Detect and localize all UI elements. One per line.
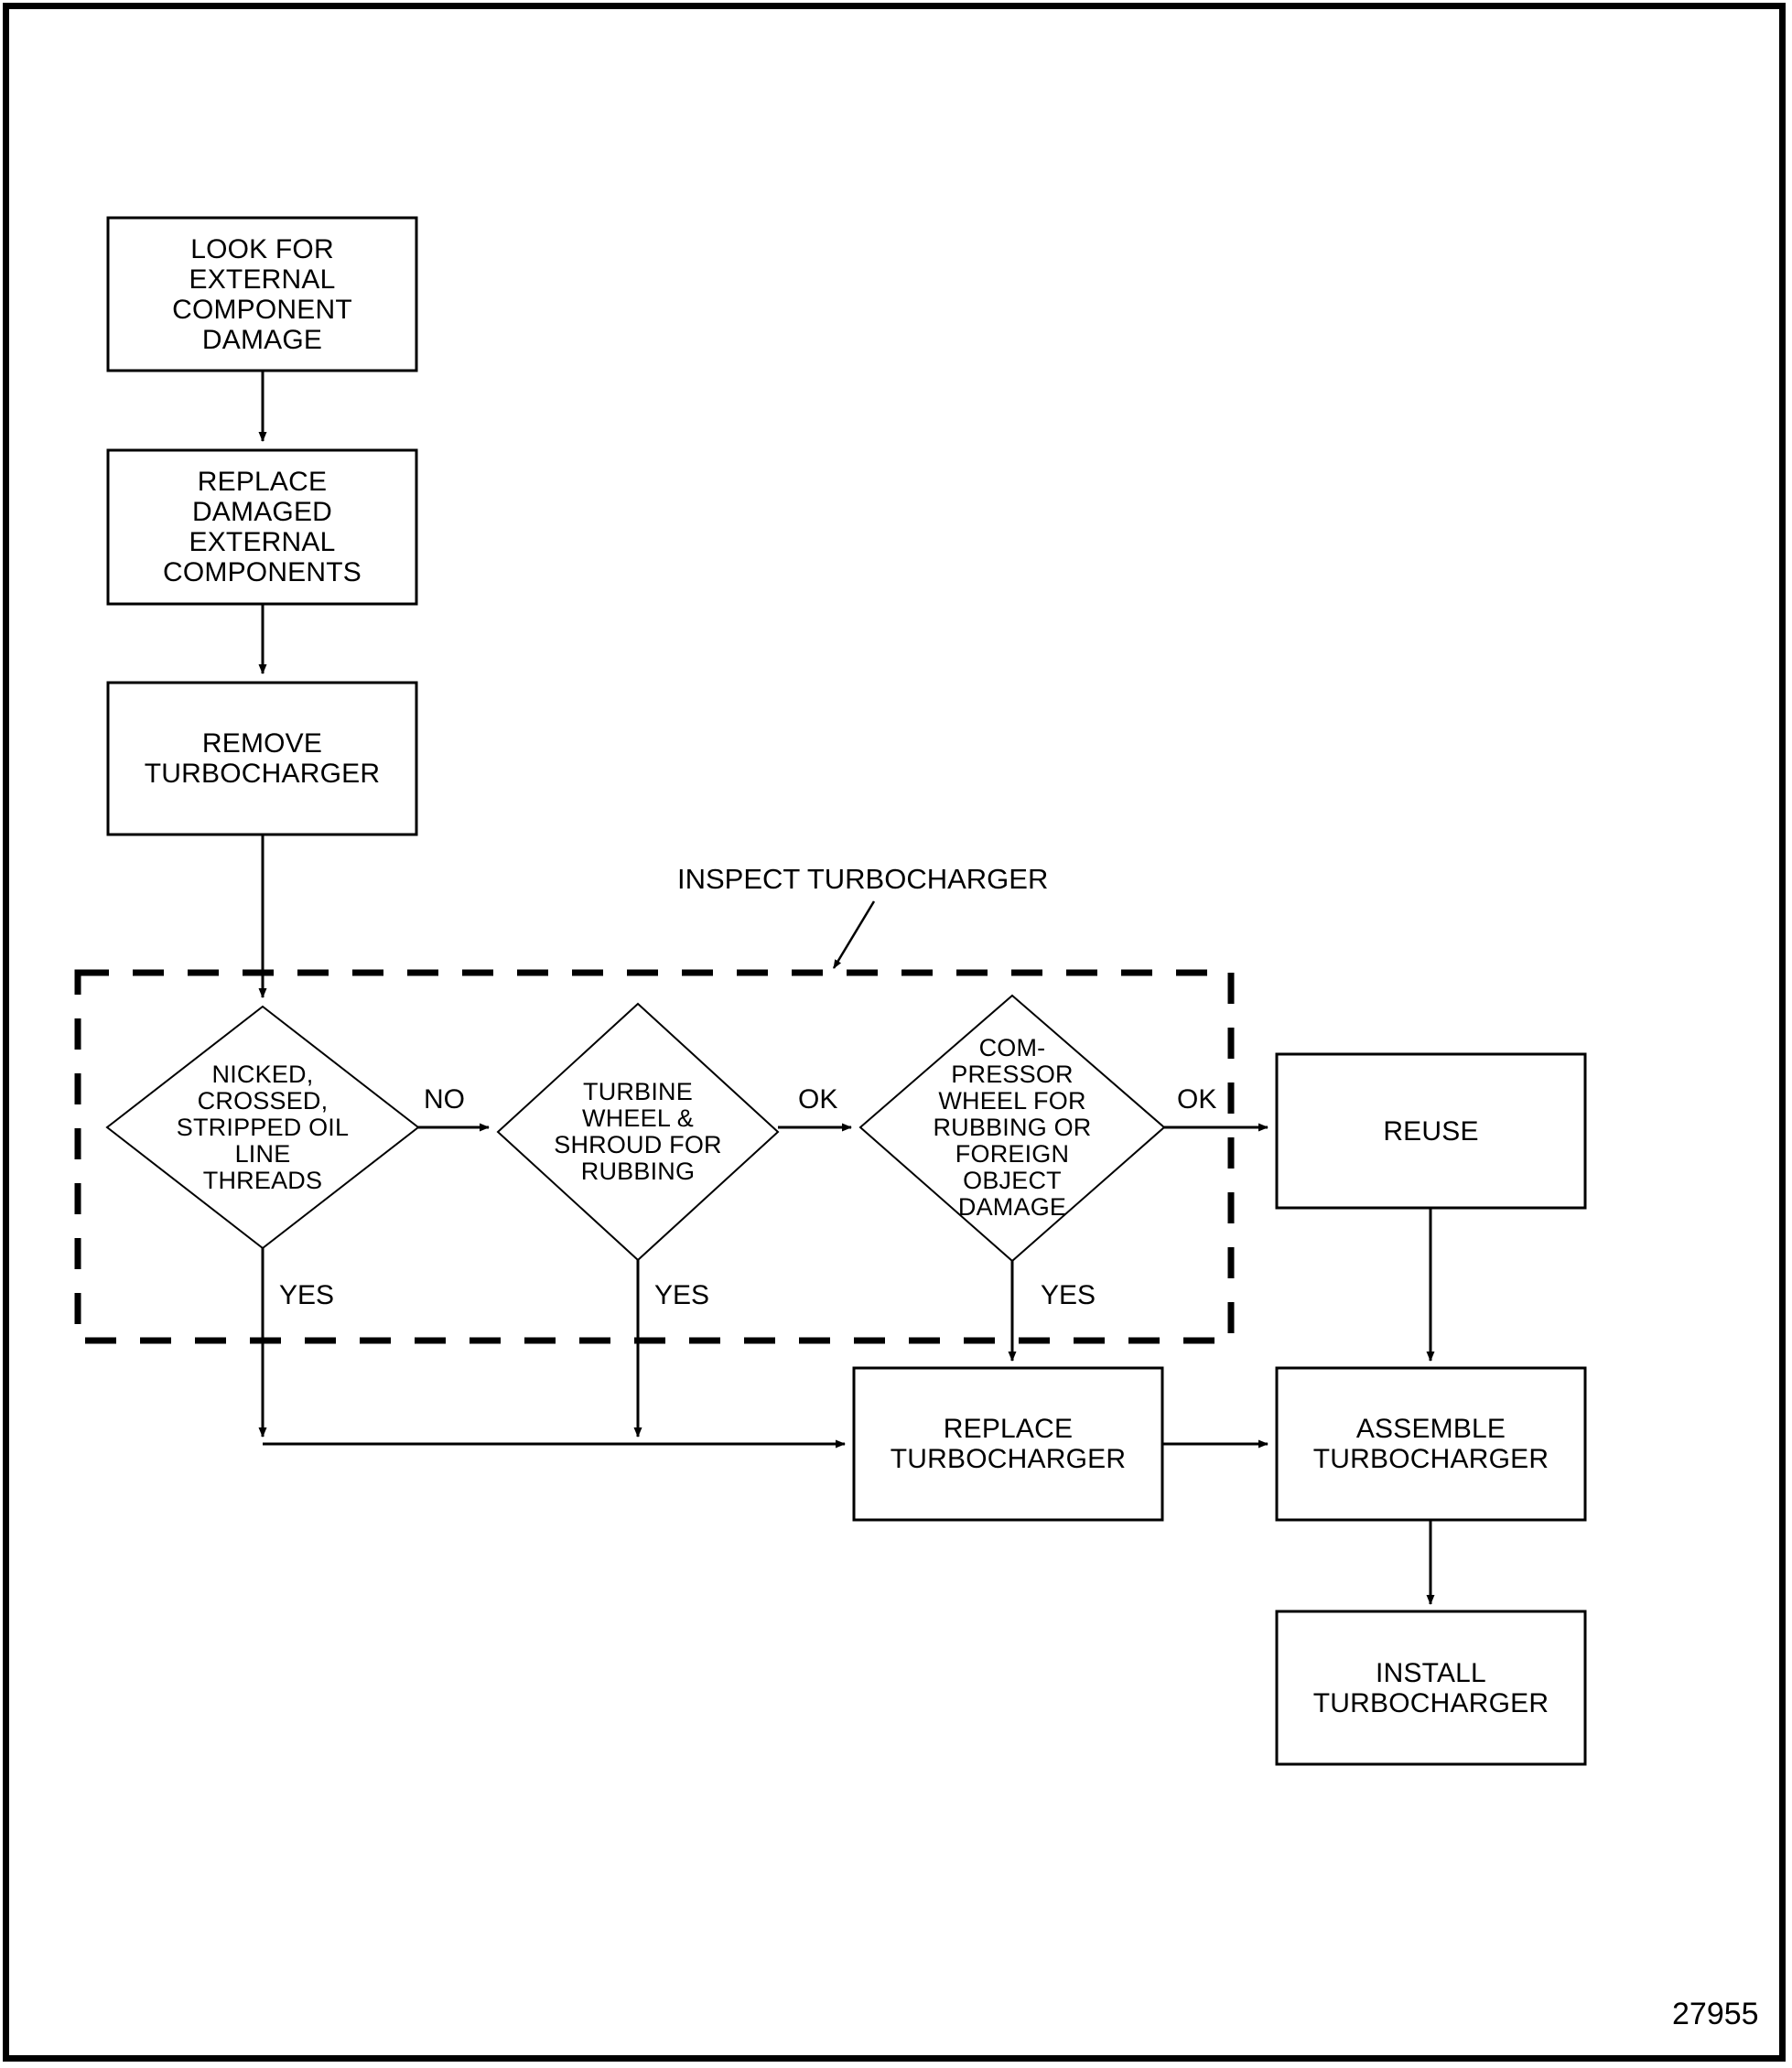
box-replace-damaged-external-components	[106, 448, 418, 606]
group-title-inspect-turbocharger: INSPECT TURBOCHARGER	[677, 863, 1049, 895]
box-look-for-external-damage	[106, 216, 418, 372]
edge-label-turbine-ok: OK	[798, 1084, 838, 1115]
edge-label-threads-yes: YES	[279, 1280, 335, 1310]
box-reuse	[1275, 1052, 1587, 1210]
figure-number: 27955	[1672, 1997, 1759, 2031]
diamond-turbine-wheel-shroud	[496, 1002, 780, 1262]
diamond-oil-line-threads	[105, 1005, 420, 1250]
edge-label-compressor-yes: YES	[1041, 1280, 1096, 1310]
edge-label-threads-no: NO	[424, 1084, 465, 1115]
inspect-turbocharger-group-boundary	[74, 969, 1235, 1344]
diamond-compressor-wheel	[858, 994, 1166, 1263]
box-remove-turbocharger	[106, 681, 418, 836]
edge-label-compressor-ok: OK	[1177, 1084, 1217, 1115]
box-assemble-turbocharger	[1275, 1366, 1587, 1522]
box-install-turbocharger	[1275, 1610, 1587, 1766]
box-replace-turbocharger	[852, 1366, 1164, 1522]
edge-label-turbine-yes: YES	[654, 1280, 710, 1310]
page-border	[3, 3, 1786, 2062]
group-title-leader-line	[832, 900, 876, 969]
